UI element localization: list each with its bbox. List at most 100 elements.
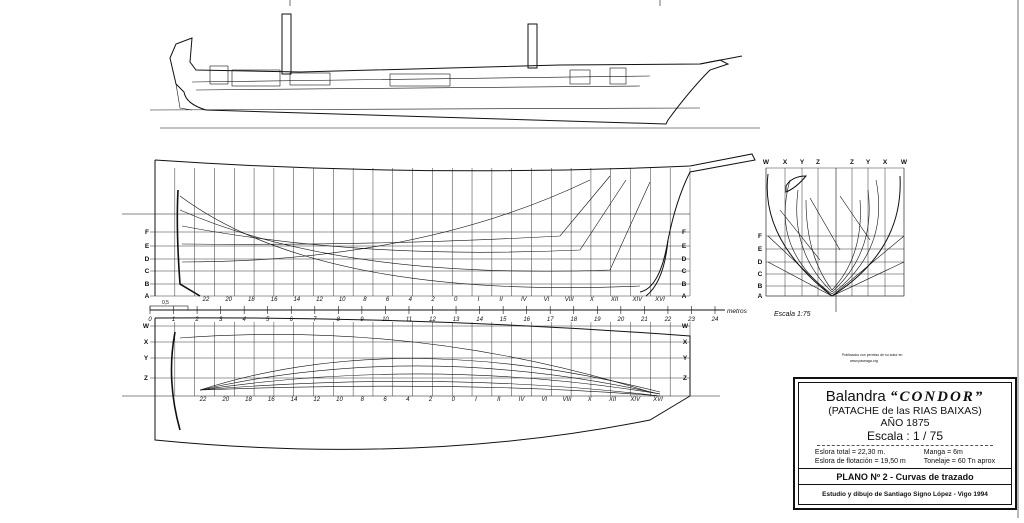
station-label: 12 <box>316 297 323 303</box>
plan-station-label: I <box>475 397 477 403</box>
plan-level-label-left: W <box>143 323 150 330</box>
meter-label: 17 <box>547 317 554 323</box>
station-label: 14 <box>293 297 300 303</box>
body-level-label: F <box>758 233 762 240</box>
profile-hull-outline <box>122 153 756 297</box>
level-label-left: A <box>145 293 150 300</box>
meter-label: 16 <box>523 317 530 323</box>
body-level-label: E <box>758 246 763 253</box>
meter-label: 24 <box>711 317 719 323</box>
plan-hull-outline <box>122 317 720 450</box>
sail-profile-view <box>149 13 760 129</box>
plan-level-label-right: X <box>683 339 688 346</box>
station-label: 0 <box>454 297 458 303</box>
meter-label: 8 <box>337 317 341 323</box>
station-label: X <box>589 297 595 303</box>
body-top-label: W <box>763 159 770 166</box>
meter-label: 19 <box>594 317 601 323</box>
credit-line-1: Publicados con permiso de su autor en <box>842 353 903 357</box>
meter-label: 23 <box>687 317 695 323</box>
meter-label: 18 <box>570 317 577 323</box>
ship-year: AÑO 1875 <box>880 417 930 429</box>
plan-station-label: 14 <box>291 397 298 403</box>
meter-label: 1 <box>172 317 175 323</box>
station-label: 6 <box>386 297 390 303</box>
plan-level-label-left: Y <box>144 355 149 362</box>
plan-scale: Escala : 1 / 75 <box>866 429 944 443</box>
meter-label: 2 <box>194 317 199 323</box>
scale-zero-label: 0,5 <box>162 300 169 306</box>
ship-specs: Eslora total = 22,30 m. Eslora de flotac… <box>799 448 1011 466</box>
plan-station-label: 2 <box>428 397 433 403</box>
plan-level-label-right: Z <box>683 375 687 382</box>
ship-type: Balandra <box>825 388 886 405</box>
meter-label: 13 <box>453 317 460 323</box>
station-label: 2 <box>430 297 435 303</box>
station-label: XII <box>610 297 619 303</box>
level-label-left: D <box>145 256 150 263</box>
station-label: 18 <box>248 297 255 303</box>
station-label: 8 <box>363 297 367 303</box>
title-block: Balandra “CONDOR” (PATACHE de las RIAS B… <box>793 377 1017 510</box>
plan-level-label-left: Z <box>144 375 148 382</box>
meter-label: 3 <box>219 317 223 323</box>
author-credit: Estudio y dibujo de Santiago Signo López… <box>822 491 988 498</box>
plan-station-label: 4 <box>406 397 410 403</box>
buttock-profile-view <box>150 168 691 297</box>
ship-title: Balandra “CONDOR” <box>799 388 1011 406</box>
body-top-label: Z <box>816 159 820 166</box>
meters-label: metros <box>727 308 748 315</box>
body-plan-curves <box>766 168 905 312</box>
eslora-total: Eslora total = 22,30 m. <box>814 449 886 456</box>
plan-station-label: II <box>497 397 501 403</box>
level-label-right: C <box>682 268 687 275</box>
plan-station-label: 18 <box>245 397 252 403</box>
station-label: I <box>478 297 480 303</box>
ship-name: “CONDOR” <box>889 389 985 405</box>
body-frame <box>765 167 905 297</box>
ship-subtitle: (PATACHE de las RIAS BAIXAS) <box>828 405 982 417</box>
meter-label: 0 <box>148 317 152 323</box>
meter-label: 11 <box>406 317 412 323</box>
level-label-right: E <box>682 243 687 250</box>
body-top-label: X <box>783 159 788 166</box>
station-label: XIV <box>631 297 643 303</box>
credit-line-2: www.paseaga.org <box>850 359 878 363</box>
level-label-right: A <box>682 293 687 300</box>
plan-station-label: IV <box>519 397 526 403</box>
body-level-label: D <box>758 259 763 266</box>
meter-label: 21 <box>640 317 648 323</box>
eslora-flotacion: Eslora de flotación = 19,50 m <box>814 458 906 465</box>
body-plan-view <box>765 167 905 297</box>
body-top-label: Z <box>850 159 854 166</box>
level-label-right: F <box>682 229 686 236</box>
station-label: 4 <box>409 297 413 303</box>
plan-station-label: XIV <box>629 397 641 403</box>
station-label: 10 <box>339 297 346 303</box>
meter-label: 14 <box>476 317 483 323</box>
meter-label: 5 <box>266 317 270 323</box>
scale-note: Escala 1:75 <box>774 311 811 318</box>
meter-label: 20 <box>616 317 624 323</box>
meter-label: 15 <box>500 317 507 323</box>
level-label-left: C <box>145 268 150 275</box>
plan-station-label: X <box>587 397 593 403</box>
plan-level-label-left: X <box>144 339 149 346</box>
body-top-label: Y <box>866 159 871 166</box>
plan-station-label: 12 <box>313 397 320 403</box>
half-breadth-plan-view <box>150 322 691 396</box>
station-label: VI <box>544 297 550 303</box>
station-label: 16 <box>271 297 278 303</box>
plan-station-label: XVI <box>652 397 663 403</box>
plan-station-label: 0 <box>452 397 456 403</box>
manga: Manga = 6m <box>923 449 963 456</box>
plan-station-label: 10 <box>336 397 343 403</box>
plan-station-label: 16 <box>268 397 275 403</box>
meter-label: 7 <box>313 317 317 323</box>
